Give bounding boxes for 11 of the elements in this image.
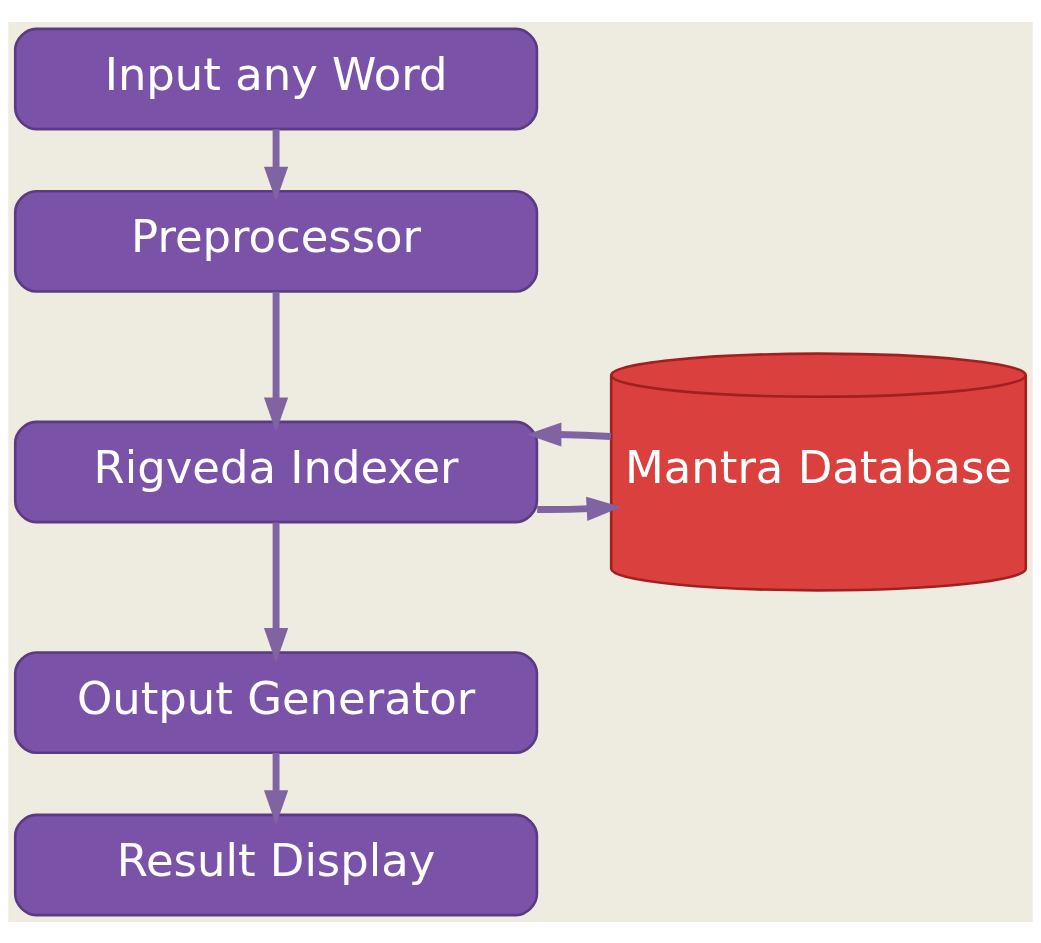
arrow: [263, 291, 289, 432]
node-box: Rigveda Indexer: [13, 420, 539, 523]
node-box: Input any Word: [13, 27, 539, 130]
arrow: [263, 521, 289, 663]
arrow: [526, 421, 612, 447]
node-box: Preprocessor: [13, 189, 539, 293]
arrow: [263, 752, 289, 825]
node-box: Result Display: [13, 813, 539, 916]
arrow: [537, 496, 622, 521]
node-box: Output Generator: [13, 650, 539, 754]
arrow: [263, 128, 289, 201]
